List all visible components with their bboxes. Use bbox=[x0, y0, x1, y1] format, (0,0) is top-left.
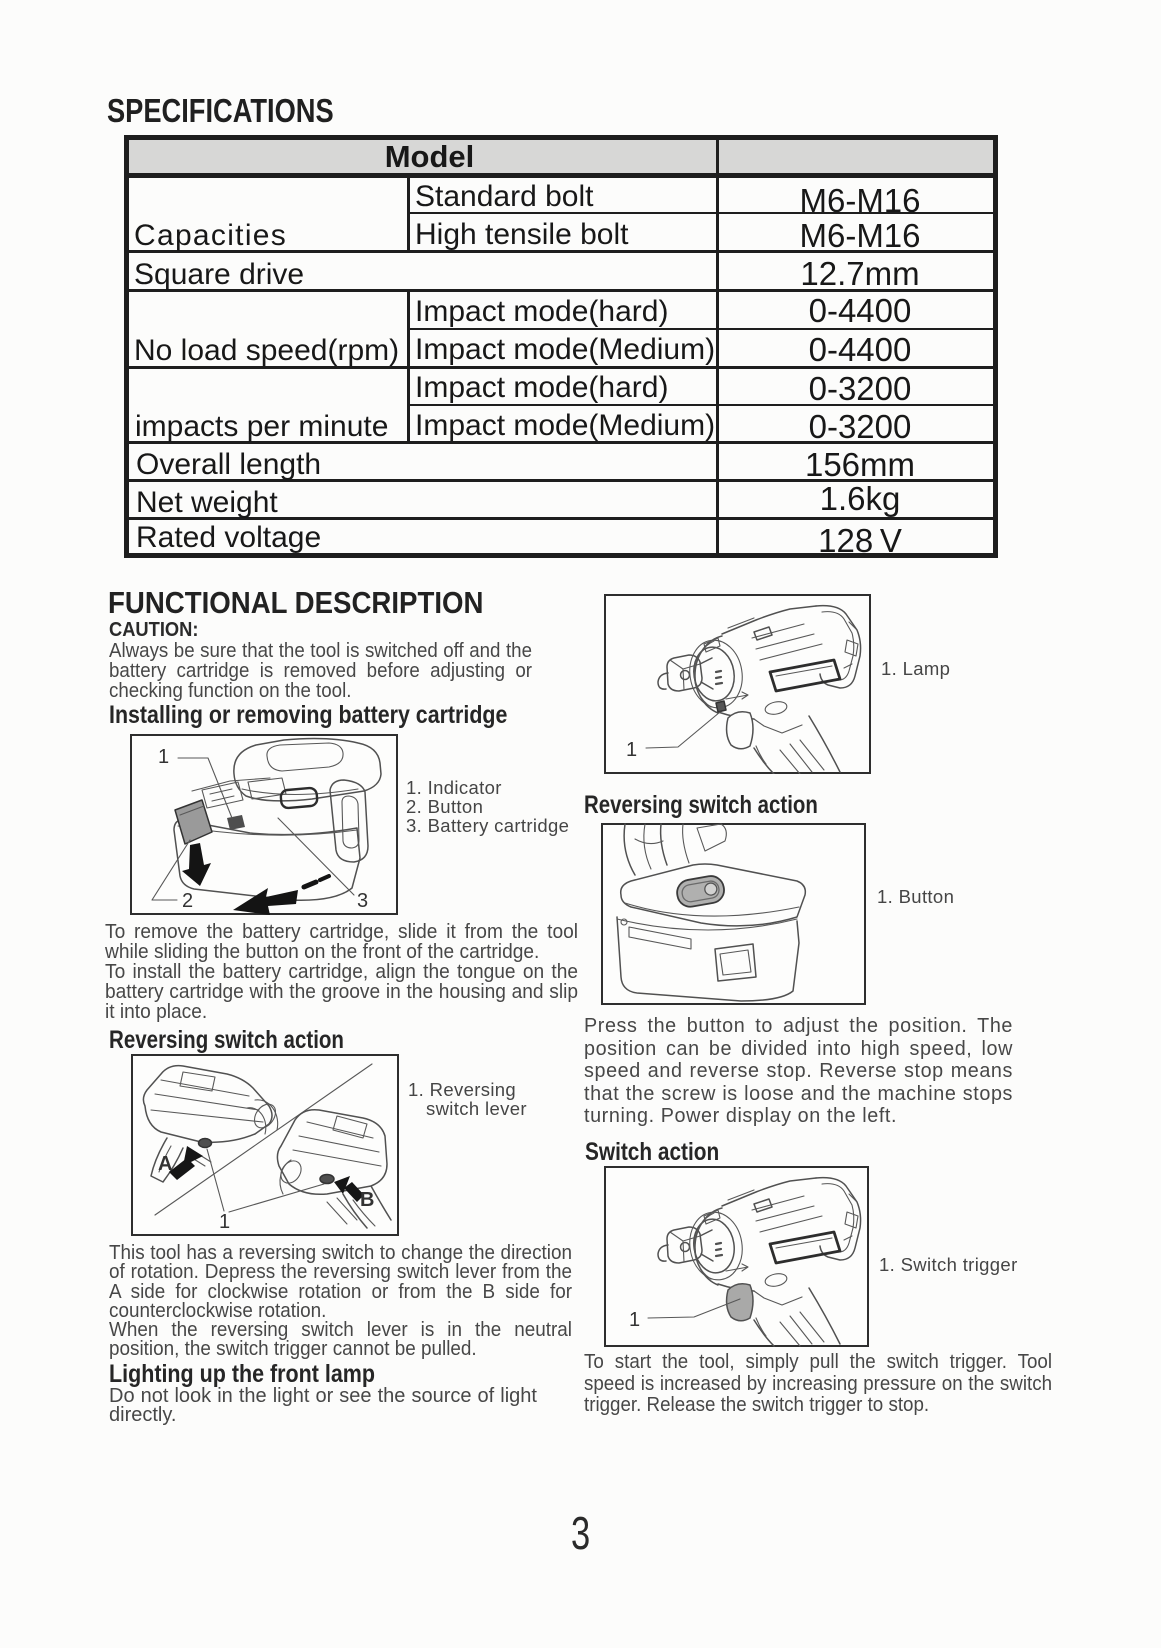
svg-text:1: 1 bbox=[626, 739, 637, 761]
svg-text:B: B bbox=[360, 1189, 374, 1211]
svg-text:1: 1 bbox=[158, 746, 169, 768]
svg-text:3: 3 bbox=[357, 890, 368, 912]
svg-text:2: 2 bbox=[182, 890, 193, 912]
svg-text:1: 1 bbox=[629, 1309, 640, 1331]
svg-text:A: A bbox=[158, 1153, 172, 1175]
svg-text:1: 1 bbox=[219, 1211, 230, 1233]
